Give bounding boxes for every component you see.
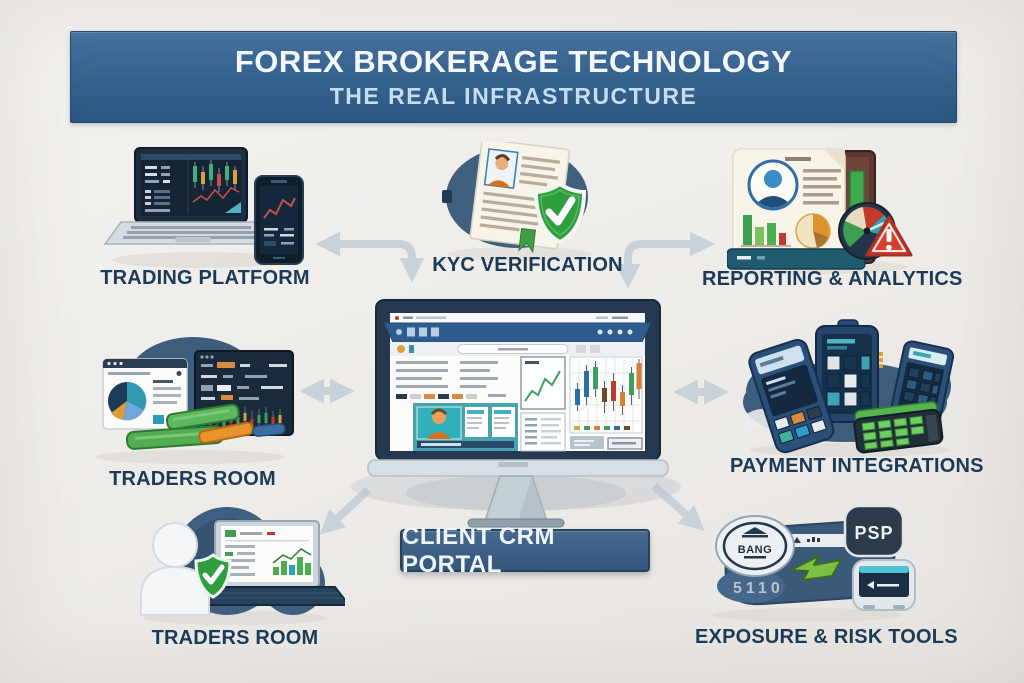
monitor-base bbox=[467, 518, 565, 528]
node-client-crm-portal bbox=[348, 293, 683, 538]
psp-badge-text: PSP bbox=[854, 523, 893, 543]
header-banner: FOREX BROKERAGE TECHNOLOGY THE REAL INFR… bbox=[70, 31, 957, 123]
line-chart-panel bbox=[520, 356, 566, 410]
payment-devices-icon bbox=[743, 319, 955, 457]
user-silhouette-icon bbox=[140, 522, 210, 616]
client-crm-portal-label-box: CLIENT CRM PORTAL bbox=[400, 523, 650, 578]
report-analytics-icon bbox=[727, 148, 913, 274]
arrow-kyc-to-reporting bbox=[615, 231, 715, 289]
node-trading-platform: TRADING PLATFORM bbox=[95, 140, 315, 305]
laptop-icon bbox=[182, 520, 345, 606]
browser-bar bbox=[390, 313, 645, 323]
node-reporting-analytics: REPORTING & ANALYTICS bbox=[702, 145, 963, 300]
page-title: FOREX BROKERAGE TECHNOLOGY bbox=[234, 44, 793, 79]
card-reader-icon bbox=[853, 401, 944, 454]
node-payment-integrations: PAYMENT INTEGRATIONS bbox=[730, 318, 984, 488]
cash-stack-icon bbox=[125, 403, 286, 450]
warning-icon bbox=[865, 215, 913, 257]
shield-check-icon bbox=[194, 553, 232, 599]
shield-check-icon bbox=[533, 181, 587, 245]
text-lines bbox=[396, 361, 498, 388]
candlestick-panel bbox=[569, 356, 643, 434]
laptop-phone-icon bbox=[103, 147, 304, 268]
node-client-traders-room: TRADERS ROOM bbox=[125, 505, 345, 660]
user-shield-laptop-icon bbox=[140, 507, 345, 625]
ribbon-icon bbox=[518, 227, 537, 254]
monitor-icon bbox=[375, 299, 661, 461]
chip-row bbox=[396, 394, 506, 399]
label-kyc-verification: KYC VERIFICATION bbox=[432, 254, 623, 276]
arrow-crm-to-client-traders-room bbox=[319, 487, 371, 535]
embossed-digits-text: 5110 bbox=[733, 580, 784, 597]
list-panel bbox=[520, 412, 566, 452]
profile-card bbox=[413, 403, 518, 451]
pos-terminal-icon bbox=[748, 338, 835, 454]
node-traders-room: TRADERS ROOM bbox=[75, 333, 310, 503]
kyc-document-icon bbox=[442, 142, 592, 261]
transfer-arrow-icon bbox=[790, 555, 842, 581]
toolbar bbox=[390, 342, 645, 356]
label-reporting-analytics: REPORTING & ANALYTICS bbox=[702, 268, 963, 290]
tablet-terminal-icon bbox=[815, 319, 883, 423]
arrow-crm-to-exposure bbox=[651, 483, 705, 531]
report-document-icon bbox=[732, 148, 846, 268]
pie-chart-icon bbox=[108, 381, 147, 421]
pie-chart-icon bbox=[795, 213, 831, 249]
bar-chart-icon bbox=[741, 215, 791, 247]
label-payment-integrations: PAYMENT INTEGRATIONS bbox=[730, 455, 984, 477]
risk-device-icon bbox=[852, 559, 916, 611]
legend-chips bbox=[574, 426, 630, 430]
exposure-risk-icon: BANG 5110 PSP bbox=[712, 504, 916, 622]
bank-badge-text: BANG bbox=[738, 544, 772, 556]
crm-monitor-icon bbox=[351, 299, 681, 528]
traders-room-dashboards-icon bbox=[95, 337, 294, 464]
node-exposure-risk-tools: BANG 5110 PSP EXPOSURE & RISK TOOLS bbox=[695, 498, 958, 658]
psp-badge-icon: PSP bbox=[843, 504, 905, 558]
arrow-kyc-to-trading-platform bbox=[315, 231, 425, 283]
page-subtitle: THE REAL INFRASTRUCTURE bbox=[329, 83, 698, 109]
label-exposure-risk-tools: EXPOSURE & RISK TOOLS bbox=[695, 626, 958, 648]
label-trading-platform: TRADING PLATFORM bbox=[100, 267, 310, 289]
smartphone-icon bbox=[254, 175, 304, 265]
label-client-crm-portal: CLIENT CRM PORTAL bbox=[402, 522, 555, 578]
node-kyc-verification: KYC VERIFICATION bbox=[430, 142, 625, 287]
laptop-icon bbox=[103, 147, 279, 245]
bank-coin-icon: BANG bbox=[715, 515, 795, 577]
label-client-traders-room: TRADERS ROOM bbox=[151, 627, 319, 649]
label-traders-room: TRADERS ROOM bbox=[109, 468, 276, 490]
